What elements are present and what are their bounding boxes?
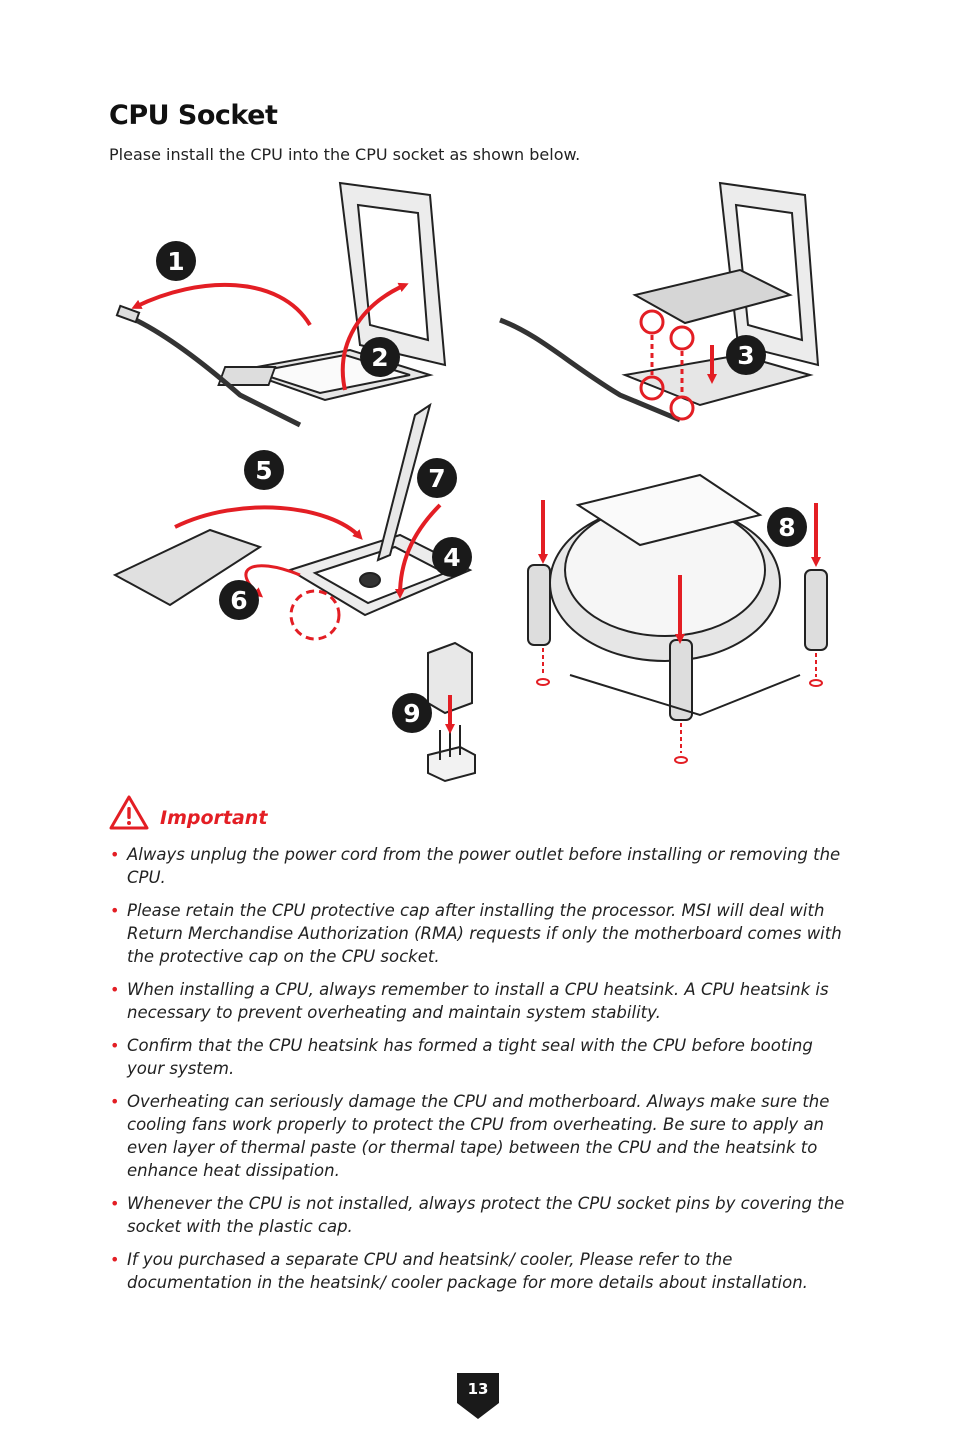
step-badge-4: 4 (432, 537, 472, 577)
socket-open-diagram (115, 181, 447, 428)
page-title: CPU Socket (109, 100, 278, 131)
list-item: •Confirm that the CPU heatsink has forme… (110, 1036, 813, 1078)
list-item: •When installing a CPU, always remember … (110, 980, 829, 1022)
intro-text: Please install the CPU into the CPU sock… (109, 145, 581, 164)
cpu-installation-illustration: 1 2 3 4 5 6 7 8 9 (112, 181, 828, 783)
svg-text:9: 9 (403, 699, 420, 728)
svg-text:5: 5 (255, 456, 272, 485)
bullet-icon: • (110, 1194, 120, 1213)
list-item: •If you purchased a separate CPU and hea… (110, 1250, 808, 1292)
step-badge-2: 2 (360, 337, 400, 377)
list-item: •Please retain the CPU protective cap af… (110, 901, 842, 966)
step-badge-8: 8 (767, 507, 807, 547)
socket-close-diagram (112, 402, 473, 617)
svg-text:8: 8 (778, 513, 795, 542)
heatsink-diagram (527, 473, 828, 721)
bullet-icon: • (110, 845, 120, 864)
svg-text:6: 6 (230, 586, 247, 615)
step7-arrow (395, 503, 442, 599)
step-badge-1: 1 (156, 241, 196, 281)
cpu-placement-diagram (499, 181, 820, 423)
step-badge-5: 5 (244, 450, 284, 490)
list-item: •Whenever the CPU is not installed, alwa… (110, 1194, 845, 1236)
bullet-icon: • (110, 1092, 120, 1111)
step-badge-7: 7 (417, 458, 457, 498)
step1-arrow (131, 282, 312, 327)
bullet-icon: • (110, 1036, 120, 1055)
step-badge-3: 3 (726, 335, 766, 375)
alignment-markers (639, 309, 695, 421)
bullet-icon: • (110, 1250, 120, 1269)
svg-text:3: 3 (737, 341, 754, 370)
mount-hole-markers (536, 648, 823, 764)
step2-arrow (340, 282, 409, 391)
svg-text:2: 2 (371, 343, 388, 372)
list-item: •Overheating can seriously damage the CP… (110, 1092, 830, 1180)
svg-text:1: 1 (167, 247, 184, 276)
list-item: •Always unplug the power cord from the p… (110, 845, 841, 887)
page-number: 13 (467, 1380, 489, 1398)
warning-icon (109, 795, 149, 830)
important-label: Important (160, 807, 268, 829)
bullet-icon: • (110, 980, 120, 999)
svg-text:4: 4 (443, 543, 460, 572)
step-badge-6: 6 (219, 580, 259, 620)
page-number-badge (457, 1373, 499, 1419)
important-heading: Important (108, 793, 267, 833)
lever-hook-marker (289, 589, 341, 641)
svg-text:7: 7 (428, 464, 445, 493)
step5-arrow (174, 505, 363, 540)
bullet-icon: • (110, 901, 120, 920)
step-badge-9: 9 (392, 693, 432, 733)
important-list: •Always unplug the power cord from the p… (110, 843, 850, 1304)
